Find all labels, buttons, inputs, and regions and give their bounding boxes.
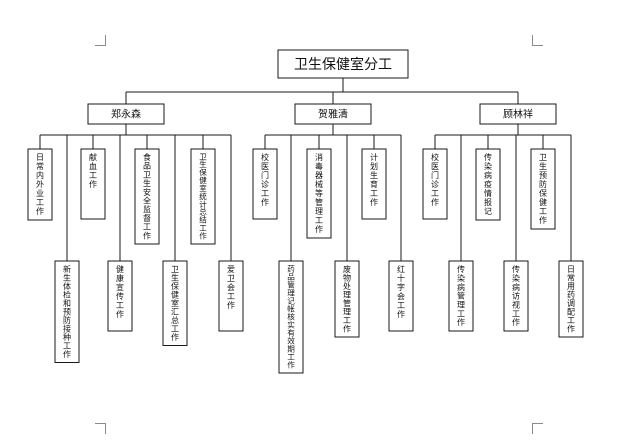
task-1-0-label: 校医门诊工作 xyxy=(261,152,269,207)
task-1-0-box xyxy=(252,148,278,220)
task-2-2-label: 传染病疫情报记 xyxy=(484,152,492,216)
task-2-3-label: 传染病访视工作 xyxy=(512,264,520,327)
diagram-title-label: 卫生保健室分工 xyxy=(294,56,392,73)
task-1-1-label: 药品管理记帐核实有效期工作 xyxy=(287,263,295,369)
task-0-2-box xyxy=(80,148,106,220)
group-0-label: 郑永森 xyxy=(111,108,141,121)
task-0-2-label: 献血工作 xyxy=(89,152,97,189)
crop-mark-bottom-left xyxy=(95,423,106,434)
task-0-7-label: 爱卫会工作 xyxy=(227,265,235,310)
task-0-5-box xyxy=(162,260,188,346)
crop-mark-top-left xyxy=(95,35,106,46)
task-1-3-box xyxy=(334,260,360,338)
task-0-4-label: 食品卫生安全监督工作 xyxy=(143,152,151,240)
task-0-0-label: 日常内外业工作 xyxy=(36,153,44,216)
task-0-0-box xyxy=(27,148,53,221)
task-0-1-box xyxy=(54,260,80,363)
task-2-1-box xyxy=(448,260,474,332)
task-2-5-box xyxy=(558,260,584,338)
task-0-6-box xyxy=(190,148,216,245)
task-1-4-box xyxy=(361,148,387,220)
task-0-5-label: 卫生保健室汇总工作 xyxy=(171,265,179,342)
task-0-3-label: 健康宣传工作 xyxy=(116,264,124,319)
task-1-2-label: 消毒器械等管理工作 xyxy=(315,152,323,234)
task-1-5-box xyxy=(388,260,414,332)
task-2-1-label: 传染病管理工作 xyxy=(457,264,465,327)
task-1-2-box xyxy=(306,148,332,239)
diagram-title-box xyxy=(277,49,409,79)
task-0-6-label: 卫生保健室统计总结工作 xyxy=(199,152,207,240)
task-0-7-box xyxy=(218,260,244,332)
task-1-4-label: 计划生育工作 xyxy=(370,152,378,207)
task-1-3-label: 废物处理管理工作 xyxy=(343,264,351,334)
crop-mark-bottom-right xyxy=(532,423,543,434)
task-0-1-label: 新生体检和预防接种工作 xyxy=(63,264,71,359)
task-2-5-label: 日常用药调配工作 xyxy=(567,265,575,334)
group-1-label: 贺雅清 xyxy=(318,108,348,121)
task-2-0-label: 校医门诊工作 xyxy=(431,152,439,207)
task-2-4-box xyxy=(530,148,556,230)
task-1-1-box xyxy=(278,260,304,374)
task-1-5-label: 红十字会工作 xyxy=(397,264,405,319)
task-2-3-box xyxy=(503,260,529,332)
task-2-0-box xyxy=(422,148,448,220)
crop-mark-top-right xyxy=(532,35,543,46)
group-2-label: 顾林祥 xyxy=(503,108,533,121)
task-0-4-box xyxy=(134,148,160,245)
task-2-2-box xyxy=(475,148,501,221)
task-0-3-box xyxy=(107,260,133,332)
task-2-4-label: 卫生预防保健工作 xyxy=(539,153,547,225)
